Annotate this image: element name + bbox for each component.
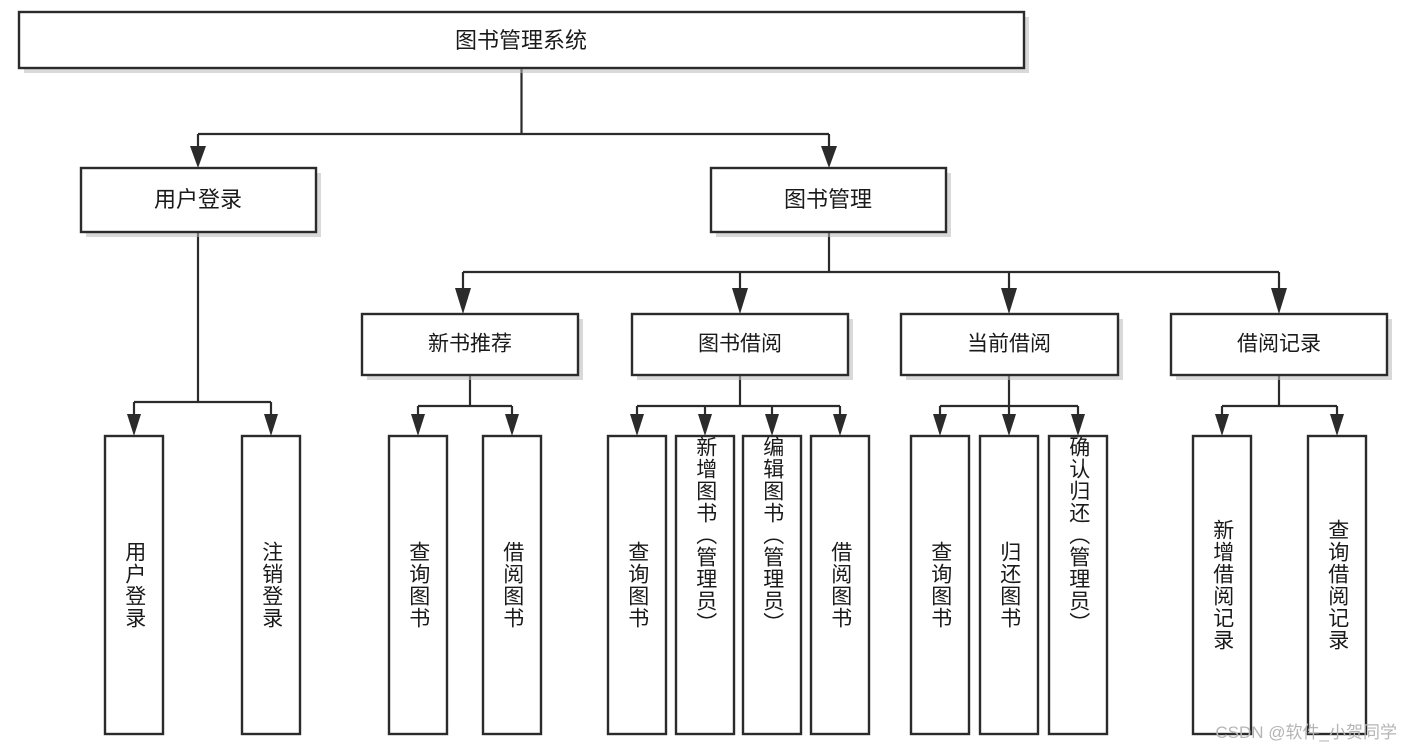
arrow-book-mgmt — [821, 146, 837, 168]
arrow-leaf-confirm-return — [1071, 414, 1085, 436]
leaf-borrow-book[interactable] — [809, 434, 871, 736]
node-root[interactable] — [17, 10, 1026, 70]
node-new-book-recommend[interactable] — [360, 312, 580, 377]
leaf-edit-book-admin[interactable] — [741, 434, 803, 736]
arrow-leaf-return-book — [1002, 414, 1016, 436]
leaf-query-borrow-record[interactable] — [1306, 434, 1368, 736]
leaf-user-login[interactable] — [103, 434, 165, 736]
connector-layer — [127, 68, 1344, 436]
node-root-label: 图书管理系统 — [455, 28, 587, 53]
arrow-leaf-user-login — [127, 414, 141, 436]
leaf-borrow-book-recommend[interactable] — [481, 434, 543, 736]
arrow-borrow — [732, 288, 748, 314]
arrow-record — [1271, 288, 1287, 314]
leaf-query-book-current[interactable] — [909, 434, 971, 736]
node-new-book-recommend-label: 新书推荐 — [428, 333, 512, 356]
node-book-management[interactable] — [709, 166, 948, 234]
leaf-query-book-recommend[interactable] — [387, 434, 449, 736]
node-book-borrow[interactable] — [630, 312, 850, 377]
arrow-leaf-add-book — [698, 414, 712, 436]
arrow-leaf-borrow-book-1 — [505, 414, 519, 436]
node-current-borrow-label: 当前借阅 — [967, 333, 1051, 356]
arrow-user-login — [190, 146, 206, 168]
node-user-login-label: 用户登录 — [154, 187, 242, 212]
arrow-leaf-add-record — [1215, 414, 1229, 436]
arrow-leaf-query-book-2 — [630, 414, 644, 436]
node-current-borrow[interactable] — [899, 312, 1120, 377]
arrow-leaf-query-book-1 — [411, 414, 425, 436]
leaf-add-book-admin[interactable] — [674, 434, 736, 736]
node-user-login[interactable] — [79, 166, 318, 234]
node-borrow-record-label: 借阅记录 — [1237, 333, 1321, 356]
node-book-borrow-label: 图书借阅 — [698, 333, 782, 356]
node-layer: 图书管理系统 用户登录 图书管理 新书推荐 图书借阅 当前借阅 借阅记录 — [17, 10, 1392, 736]
arrow-leaf-query-book-3 — [933, 414, 947, 436]
csdn-watermark: CSDN @软件_小贺同学 — [1215, 723, 1397, 742]
arrow-newbook — [455, 288, 471, 314]
arrow-leaf-edit-book — [765, 414, 779, 436]
leaf-query-book-borrow[interactable] — [606, 434, 668, 736]
arrow-current — [1001, 288, 1017, 314]
arrow-leaf-borrow-book-2 — [833, 414, 847, 436]
node-borrow-record[interactable] — [1169, 312, 1389, 377]
leaf-logout[interactable] — [240, 434, 302, 736]
node-book-management-label: 图书管理 — [784, 187, 872, 212]
leaf-return-book[interactable] — [978, 434, 1040, 736]
leaf-confirm-return-admin[interactable] — [1047, 434, 1109, 736]
arrow-leaf-logout — [264, 414, 278, 436]
arrow-leaf-query-record — [1330, 414, 1344, 436]
leaf-add-borrow-record[interactable] — [1191, 434, 1253, 736]
